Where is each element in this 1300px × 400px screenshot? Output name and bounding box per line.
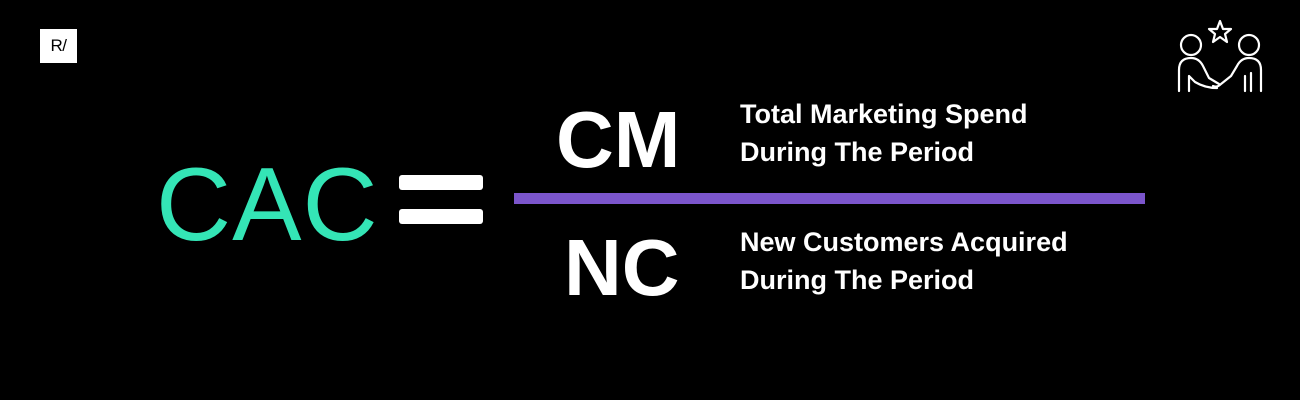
numerator-symbol: CM <box>556 95 681 184</box>
denominator-symbol: NC <box>564 223 680 312</box>
equals-bar-top <box>399 175 483 190</box>
formula-lhs: CAC <box>156 147 379 263</box>
brand-logo: R/ <box>40 29 77 63</box>
handshake-star-icon <box>1177 19 1263 93</box>
numerator-desc-line-1: Total Marketing Spend <box>740 99 1028 129</box>
fraction-bar <box>514 193 1145 204</box>
denominator-desc-line-2: During The Period <box>740 265 975 295</box>
equals-sign <box>399 175 483 243</box>
denominator-description: New Customers Acquired During The Period <box>740 223 1068 299</box>
equals-bar-bottom <box>399 209 483 224</box>
denominator-desc-line-1: New Customers Acquired <box>740 227 1068 257</box>
numerator-description: Total Marketing Spend During The Period <box>740 95 1028 171</box>
logo-text: R/ <box>50 36 68 55</box>
numerator-desc-line-2: During The Period <box>740 137 975 167</box>
